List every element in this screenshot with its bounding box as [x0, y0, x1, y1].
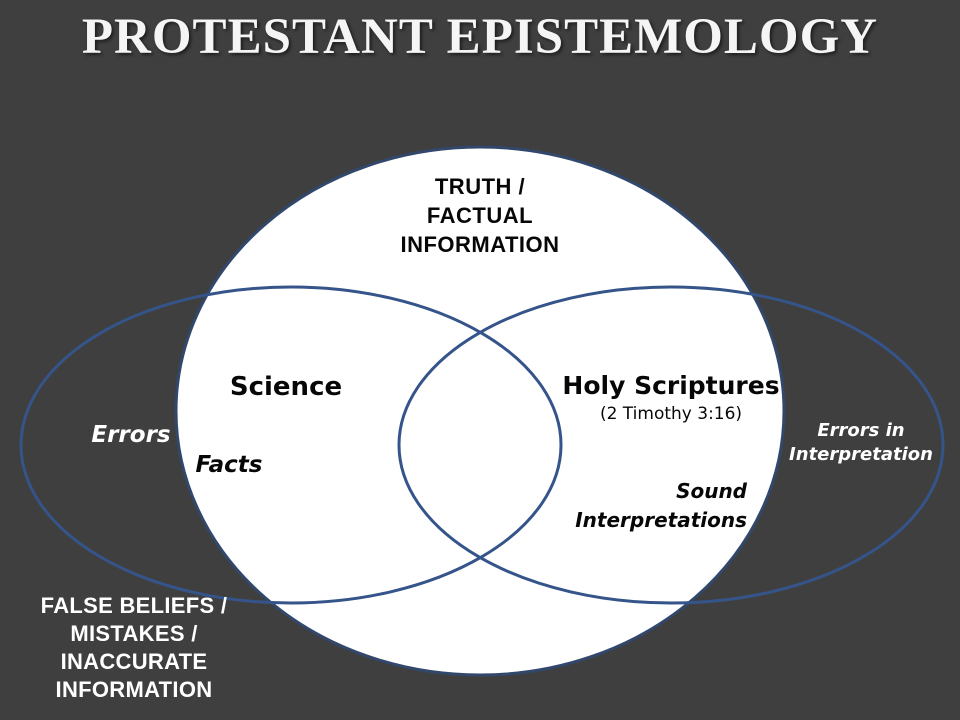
scriptures-ellipse — [397, 285, 945, 605]
science-ellipse — [19, 285, 563, 605]
truth-ellipse — [174, 145, 786, 677]
slide-title: PROTESTANT EPISTEMOLOGY — [81, 9, 879, 65]
